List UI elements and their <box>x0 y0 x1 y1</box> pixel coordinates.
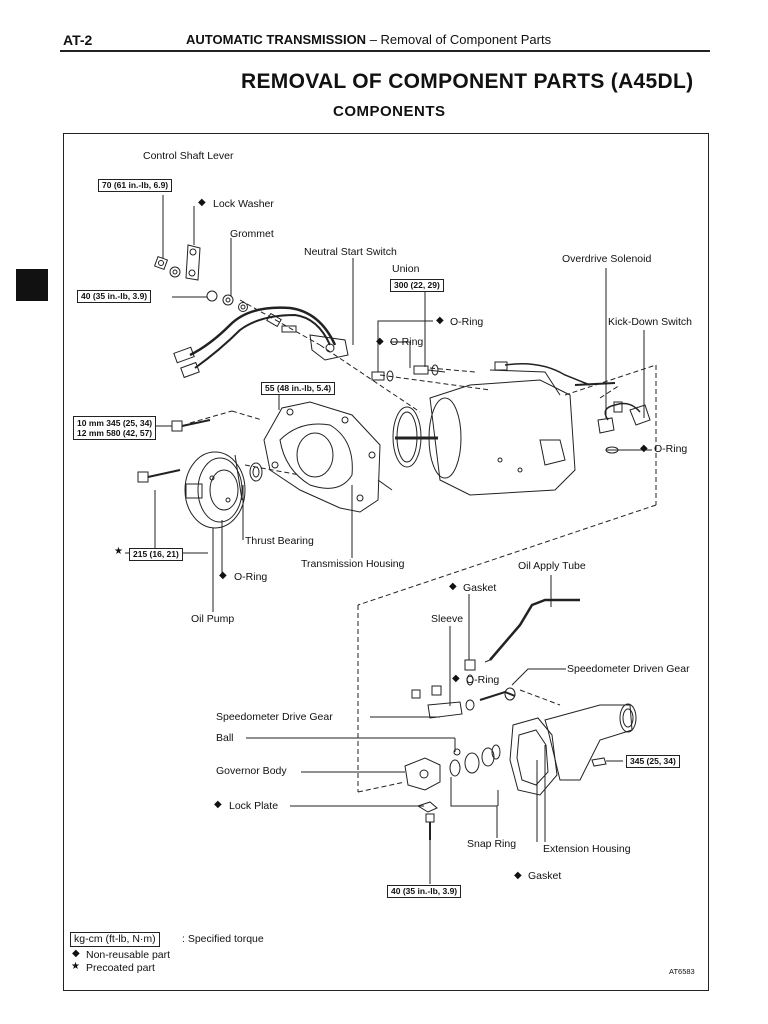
header-rule <box>60 50 710 52</box>
header-separator: – <box>366 32 381 47</box>
solenoid-kickdown-drawing <box>597 401 651 454</box>
label-thrust-bearing: Thrust Bearing <box>245 535 314 547</box>
label-overdrive-solenoid: Overdrive Solenoid <box>562 253 652 265</box>
label-ball: Ball <box>216 732 234 744</box>
legend-nonreusable-icon: ◆ <box>72 948 80 959</box>
torque-215: 215 (16, 21) <box>129 548 183 561</box>
label-lock-washer: Lock Washer <box>213 198 274 210</box>
page-subtitle: COMPONENTS <box>333 103 446 120</box>
label-sleeve: Sleeve <box>431 613 464 625</box>
label-o-ring-kickdown: O-Ring <box>654 443 688 455</box>
control-shaft-lever-parts <box>153 244 248 312</box>
leader-lines <box>116 195 652 884</box>
label-kick-down-switch: Kick-Down Switch <box>608 316 693 328</box>
label-grommet: Grommet <box>230 228 274 240</box>
transmission-housing-drawing <box>263 401 393 513</box>
nonreusable-mark-icon: ◆ <box>449 581 457 592</box>
governor-body-drawing <box>404 757 441 840</box>
torque-40-lever: 40 (35 in.-lb, 3.9) <box>77 290 152 303</box>
diagram-code: AT6583 <box>669 967 695 976</box>
oil-pump-drawing <box>184 451 263 529</box>
label-o-ring-union: O-Ring <box>450 316 484 328</box>
page-code: AT-2 <box>63 32 93 48</box>
nonreusable-mark-icon: ◆ <box>376 336 384 347</box>
union-parts <box>371 364 446 382</box>
label-governor-body: Governor Body <box>216 765 287 777</box>
torque-10mm-12mm: 10 mm 345 (25, 34) 12 mm 580 (42, 57) <box>73 416 157 440</box>
label-speedometer-driven-gear: Speedometer Driven Gear <box>567 663 690 675</box>
label-oil-pump: Oil Pump <box>191 613 235 625</box>
header-section: AUTOMATIC TRANSMISSION <box>186 32 367 47</box>
header-subsection: Removal of Component Parts <box>380 32 552 47</box>
label-snap-ring: Snap Ring <box>467 838 517 850</box>
label-gasket-extension: Gasket <box>528 870 562 882</box>
torque-300: 300 (22, 29) <box>390 279 444 292</box>
header-title: AUTOMATIC TRANSMISSION – Removal of Comp… <box>186 32 551 47</box>
nonreusable-mark-icon: ◆ <box>198 197 206 208</box>
label-o-ring-pump: O-Ring <box>234 571 268 583</box>
assembly-dashed-lines <box>189 299 657 793</box>
label-union: Union <box>392 263 420 275</box>
legend-units-desc: : Specified torque <box>182 933 264 945</box>
bolts <box>137 419 211 483</box>
label-gasket-tube: Gasket <box>463 582 497 594</box>
nonreusable-mark-icon: ◆ <box>219 570 227 581</box>
torque-40-governor: 40 (35 in.-lb, 3.9) <box>387 885 462 898</box>
oil-apply-tube-drawing <box>484 598 580 663</box>
legend-units-box: kg-cm (ft-lb, N·m) <box>70 932 160 947</box>
neutral-start-switch-harness <box>173 306 349 379</box>
nonreusable-mark-icon: ◆ <box>514 870 522 881</box>
precoated-mark-icon: ★ <box>114 546 123 557</box>
torque-70: 70 (61 in.-lb, 6.9) <box>98 179 173 192</box>
page-title: REMOVAL OF COMPONENT PARTS (A45DL) <box>241 70 694 93</box>
legend-precoated: Precoated part <box>86 962 155 974</box>
nonreusable-mark-icon: ◆ <box>436 315 444 326</box>
label-extension-housing: Extension Housing <box>543 843 631 855</box>
label-control-shaft-lever: Control Shaft Lever <box>143 150 234 162</box>
torque-345: 345 (25, 34) <box>626 755 680 768</box>
label-neutral-start-switch: Neutral Start Switch <box>304 246 397 258</box>
section-tab-marker <box>16 269 48 301</box>
label-transmission-housing: Transmission Housing <box>301 558 405 570</box>
nonreusable-mark-icon: ◆ <box>214 799 222 810</box>
label-lock-plate: Lock Plate <box>229 800 279 812</box>
label-o-ring-speedo: O-Ring <box>466 674 500 686</box>
legend-precoated-icon: ★ <box>71 961 80 972</box>
diagram-frame <box>63 133 709 991</box>
nonreusable-mark-icon: ◆ <box>452 673 460 684</box>
label-speedometer-drive-gear: Speedometer Drive Gear <box>216 711 333 723</box>
legend-nonreusable: Non-reusable part <box>86 949 171 961</box>
label-oil-apply-tube: Oil Apply Tube <box>518 560 586 572</box>
extension-housing-drawing <box>509 703 637 796</box>
speedometer-parts-drawing <box>411 659 516 777</box>
torque-55: 55 (48 in.-lb, 5.4) <box>261 382 336 395</box>
nonreusable-mark-icon: ◆ <box>640 443 648 454</box>
label-o-ring-switch: O-Ring <box>390 336 424 348</box>
transmission-case-drawing <box>395 361 616 496</box>
